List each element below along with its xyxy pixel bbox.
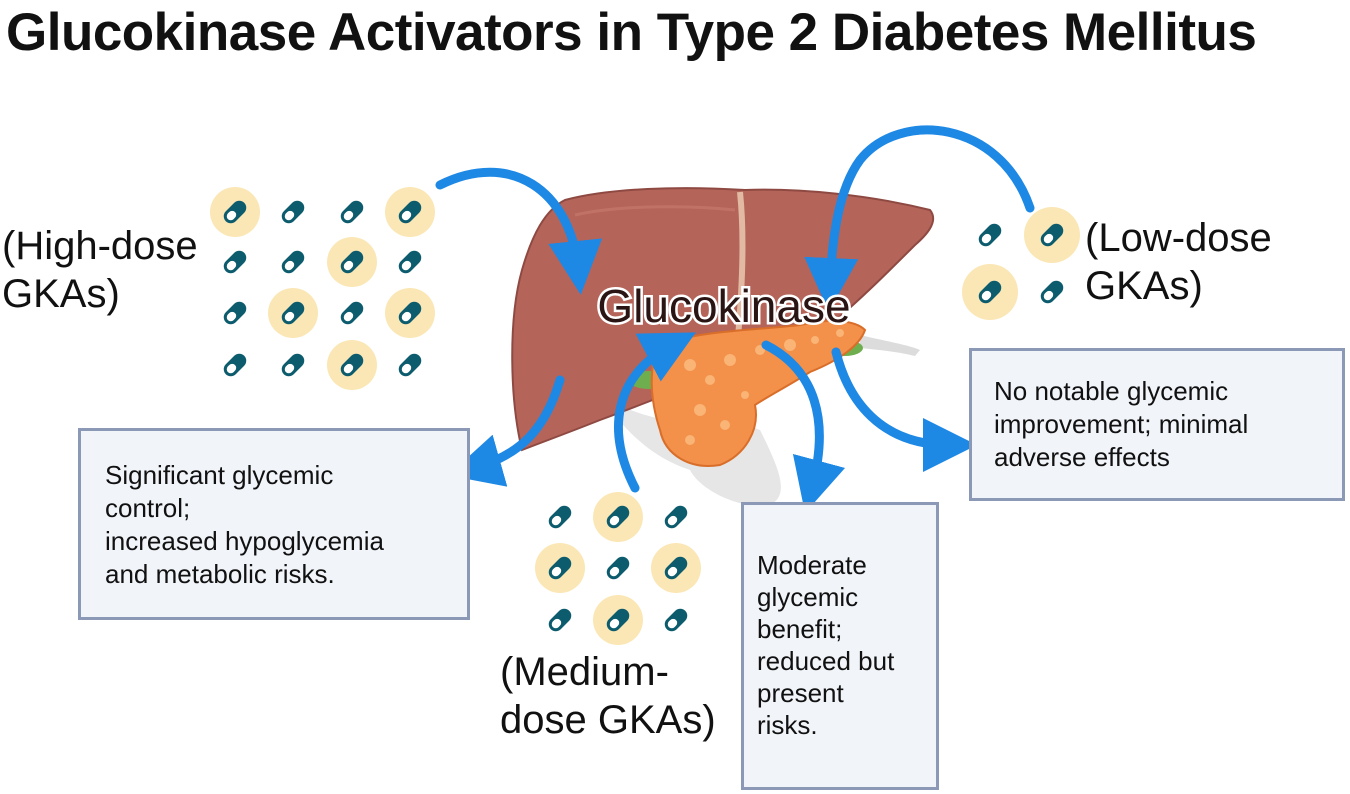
high-dose-label-line2: GKAs) (2, 272, 120, 316)
arrow-medium-out (761, 340, 846, 514)
capsule-icon (337, 298, 367, 328)
pancreas-shape (650, 319, 867, 467)
medium-dose-label-line1: (Medium- (500, 650, 669, 694)
outcome-line: and metabolic risks. (105, 559, 335, 589)
capsule-icon (661, 605, 691, 635)
low-dose-label-line2: GKAs) (1085, 264, 1203, 308)
medium-dose-outcome-box: Moderate glycemic benefit; reduced but p… (741, 502, 939, 790)
capsule-icon (1037, 277, 1067, 307)
page-title: Glucokinase Activators in Type 2 Diabete… (6, 3, 1257, 62)
outcome-line: No notable glycemic (994, 376, 1229, 406)
medium-dose-label-line2: dose GKAs) (500, 698, 716, 742)
capsule-icon (220, 247, 250, 277)
outcome-line: Significant glycemic (105, 460, 334, 490)
glucokinase-label: Glucokinase (597, 280, 850, 332)
low-dose-outcome-box: No notable glycemic improvement; minimal… (969, 348, 1345, 501)
low-dose-label: (Low-dose GKAs) (1085, 214, 1272, 310)
capsule-icon (545, 605, 575, 635)
outcome-line: risks. (757, 710, 818, 740)
capsule-icon (278, 247, 308, 277)
arrow-high-out (448, 375, 565, 487)
outcome-line: Moderate (757, 550, 867, 580)
high-dose-pills (210, 187, 435, 390)
high-dose-label: (High-dose GKAs) (2, 222, 198, 318)
arrow-low-out (831, 347, 977, 472)
medium-dose-label: (Medium- dose GKAs) (500, 648, 716, 744)
capsule-icon (661, 502, 691, 532)
medium-dose-pills (535, 492, 701, 645)
high-dose-outcome-box: Significant glycemic control; increased … (78, 428, 470, 620)
capsule-icon (395, 350, 425, 380)
capsule-icon (220, 298, 250, 328)
low-dose-pills (962, 207, 1080, 320)
capsule-icon (975, 220, 1005, 250)
outcome-line: benefit; (757, 614, 843, 644)
capsule-icon (395, 247, 425, 277)
capsule-icon (220, 350, 250, 380)
high-dose-label-line1: (High-dose (2, 224, 198, 268)
arrow-high-in (435, 167, 603, 295)
arrow-low-in (804, 125, 1035, 312)
outcome-line: adverse effects (994, 442, 1170, 472)
outcome-line: present (757, 678, 844, 708)
outcome-line: control; (105, 493, 191, 523)
capsule-icon (278, 197, 308, 227)
outcome-line: increased hypoglycemia (105, 526, 384, 556)
capsule-icon (278, 350, 308, 380)
low-dose-label-line1: (Low-dose (1085, 216, 1272, 260)
capsule-icon (337, 197, 367, 227)
outcome-line: reduced but (757, 646, 895, 676)
dose-arrows (435, 125, 1035, 514)
capsule-icon (545, 502, 575, 532)
capsule-icon (603, 553, 633, 583)
outcome-line: improvement; minimal (994, 409, 1249, 439)
arrow-medium-in (613, 332, 696, 493)
outcome-line: glycemic (757, 582, 859, 612)
